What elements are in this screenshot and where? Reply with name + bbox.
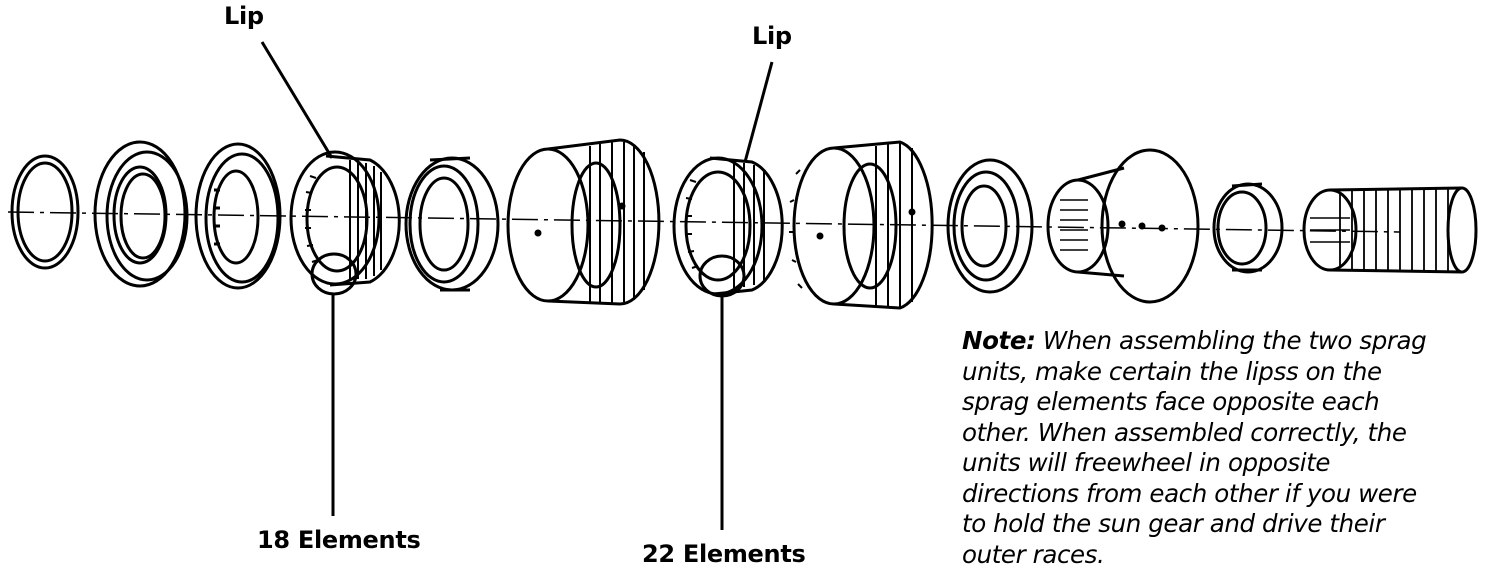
bushing (1212, 182, 1284, 274)
note-line-2: units, make certain the lipss on the (962, 356, 1382, 386)
outer-race-middle (506, 138, 661, 306)
callout-lip-left: Lip (224, 2, 264, 30)
note-line-8: outer races. (962, 539, 1105, 569)
note-lead: Note: (962, 326, 1036, 355)
note-line-6: directions from each other if you were (962, 478, 1417, 508)
note-line-4: other. When assembled correctly, the (962, 417, 1407, 447)
sprag-assembly-22 (672, 156, 784, 298)
callout-18-elements: 18 Elements (257, 526, 421, 554)
bearing-ring (946, 158, 1034, 294)
note-line-1: Note: When assembling the two sprag (962, 326, 1502, 357)
sun-gear-drum (1046, 148, 1200, 304)
outer-race-right (789, 140, 934, 310)
note-line-7: to hold the sun gear and drive their (962, 509, 1385, 538)
note-line-1-text: When assembling the two sprag (1042, 326, 1427, 355)
callout-lip-right: Lip (752, 22, 792, 50)
snap-ring (10, 154, 80, 270)
note-line-5: units will freewheel in opposite (962, 448, 1331, 477)
assembly-note: Note: When assembling the two sprag unit… (962, 326, 1502, 570)
note-line-3: sprag elements face opposite each (962, 387, 1380, 416)
leader-lip-left (260, 41, 334, 159)
leader-lip-right (743, 61, 774, 163)
sun-gear-shaft (1302, 186, 1478, 274)
sprag-assembly-18 (289, 150, 401, 296)
center-axis (7, 211, 1401, 233)
retainer-plate (93, 140, 189, 288)
race-ring-left (404, 156, 500, 292)
callout-22-elements: 22 Elements (642, 540, 806, 568)
spacer-ring (194, 142, 282, 290)
